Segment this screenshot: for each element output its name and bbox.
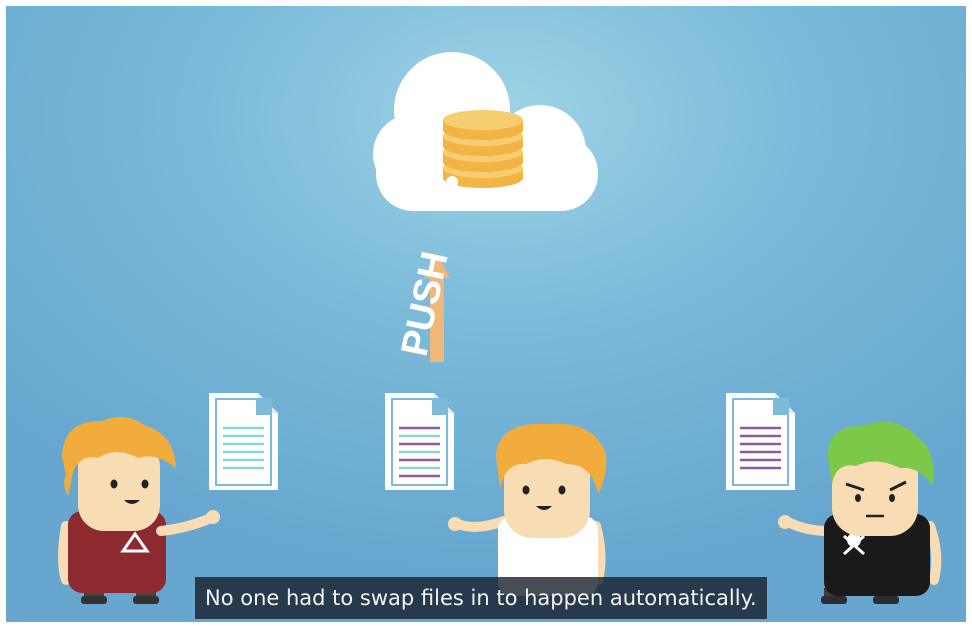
push-arrow-icon: [424, 254, 450, 362]
push-label: PUSH: [394, 248, 457, 360]
character-left: [58, 417, 220, 604]
subtitle-caption: No one had to swap files in to happen au…: [195, 577, 767, 619]
video-frame: PUSH: [6, 6, 966, 622]
document-icon: [209, 393, 278, 490]
document-icon: [726, 393, 795, 490]
skull-crossbones-icon: [842, 533, 866, 556]
mountain-logo-icon: [120, 531, 150, 553]
character-right: [778, 421, 942, 604]
database-icon: [443, 110, 523, 188]
character-center: [448, 423, 607, 596]
document-icon: [385, 393, 454, 490]
